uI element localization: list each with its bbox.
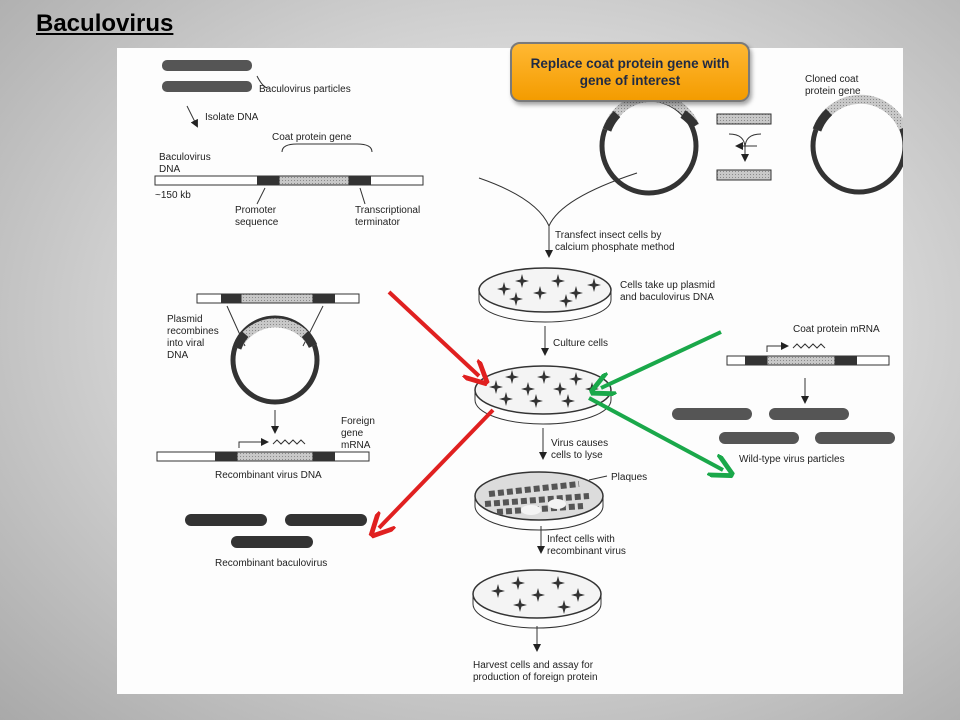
label-plaques: Plaques: [611, 472, 647, 483]
label-promoter-2: sequence: [235, 217, 279, 228]
plasmid-cloned-coat: [810, 94, 903, 195]
label-terminator-2: terminator: [355, 217, 401, 228]
label-terminator-1: Transcriptional: [355, 205, 420, 216]
label-baculovirus-dna-2: DNA: [159, 164, 180, 175]
label-coat-mrna: Coat protein mRNA: [793, 324, 880, 335]
gene-exchange-arrows: [716, 113, 772, 181]
label-plasmid-1: Plasmid: [167, 314, 203, 325]
petri-dish-transfected: [478, 267, 612, 323]
green-arrow-to-wildtype: [588, 396, 723, 470]
label-promoter-1: Promoter: [235, 205, 277, 216]
label-harvest-1: Harvest cells and assay for: [473, 660, 594, 671]
label-cloned-coat-1: Cloned coat: [805, 74, 859, 85]
label-plasmid-4: DNA: [167, 350, 188, 361]
label-coat-protein-gene: Coat protein gene: [272, 132, 352, 143]
label-transfect-2: calcium phosphate method: [555, 242, 675, 253]
label-transfect-1: Transfect insect cells by: [555, 230, 661, 241]
label-foreign-2: gene: [341, 428, 364, 439]
slide-title: Baculovirus: [36, 10, 174, 37]
label-recomb-dna: Recombinant virus DNA: [215, 470, 322, 481]
label-foreign-1: Foreign: [341, 416, 375, 427]
label-size: ~150 kb: [155, 190, 191, 201]
baculovirus-particles: [162, 60, 268, 92]
green-arrow-to-culture: [601, 330, 722, 388]
red-arrow-to-recombinant: [379, 408, 495, 528]
label-baculovirus-dna-1: Baculovirus: [159, 152, 211, 163]
viral-dna-recombination: [196, 293, 360, 405]
label-harvest-2: production of foreign protein: [473, 672, 598, 683]
label-uptake-2: and baculovirus DNA: [620, 292, 714, 303]
baculovirus-dna-bar: [154, 175, 424, 186]
petri-dish-plaques: [474, 471, 604, 531]
red-arrow-to-culture: [387, 290, 479, 376]
label-uptake-1: Cells take up plasmid: [620, 280, 715, 291]
petri-dish-infected: [472, 569, 602, 629]
plasmid-with-insert: [599, 92, 700, 196]
label-infect-1: Infect cells with: [547, 534, 615, 545]
recombinant-baculovirus-particles: [185, 514, 367, 548]
callout-replace-gene: Replace coat protein gene with gene of i…: [510, 42, 750, 102]
label-lyse-2: cells to lyse: [551, 450, 603, 461]
label-wildtype: Wild-type virus particles: [739, 454, 845, 465]
label-plasmid-3: into viral: [167, 338, 204, 349]
recombinant-virus-dna-bar: [156, 438, 370, 462]
wildtype-virus-particles: [672, 408, 895, 444]
label-infect-2: recombinant virus: [547, 546, 626, 557]
label-cloned-coat-2: protein gene: [805, 86, 861, 97]
label-plasmid-2: recombines: [167, 326, 219, 337]
label-isolate-dna: Isolate DNA: [205, 112, 259, 123]
label-baculovirus-particles: Baculovirus particles: [259, 84, 351, 95]
label-foreign-3: mRNA: [341, 440, 371, 451]
label-recomb-bac: Recombinant baculovirus: [215, 558, 327, 569]
baculovirus-diagram: Baculovirus particles Isolate DNA Coat p…: [117, 48, 903, 694]
petri-dish-cultured: [474, 365, 612, 425]
label-culture: Culture cells: [553, 338, 608, 349]
label-lyse-1: Virus causes: [551, 438, 608, 449]
wildtype-dna-bar: [726, 342, 890, 366]
